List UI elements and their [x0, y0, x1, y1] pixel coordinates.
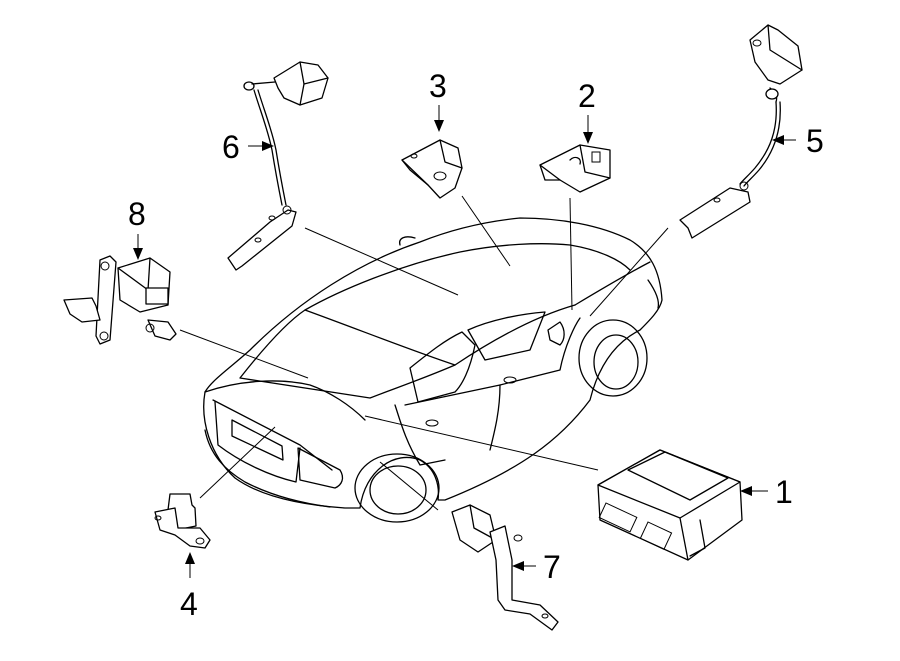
rear-wheel: [354, 453, 440, 523]
callout-7: 7: [543, 549, 561, 585]
level-sensor-part-7: [451, 504, 559, 631]
callout-arrows: [133, 105, 796, 578]
arrow-head-2: [583, 132, 593, 144]
callout-4: 4: [180, 586, 198, 622]
arrow-head-1: [740, 486, 752, 496]
arrow-head-6: [262, 141, 274, 151]
callout-1: 1: [775, 474, 793, 510]
sedan-car-illustration: [203, 217, 663, 523]
callout-3: 3: [429, 68, 447, 104]
sensor-part-4: [154, 493, 211, 549]
arrow-head-4: [185, 552, 195, 564]
level-sensor-part-8: [63, 255, 177, 345]
callout-2: 2: [578, 78, 596, 114]
level-sensor-part-6: [227, 61, 329, 271]
bracket-part-3: [401, 139, 463, 199]
arrow-head-3: [434, 120, 444, 132]
control-module-part: [597, 449, 743, 561]
front-wheel: [578, 319, 648, 397]
level-sensor-part-5: [679, 24, 803, 239]
arrow-head-7: [512, 561, 524, 571]
arrow-head-8: [133, 248, 143, 260]
callout-5: 5: [806, 123, 824, 159]
leader-lines: [179, 195, 669, 511]
bracket-part-2: [539, 144, 611, 193]
callout-8: 8: [128, 196, 146, 232]
arrow-head-5: [772, 135, 784, 145]
callout-6: 6: [222, 129, 240, 165]
callout-labels: 1 2 3 4 5 6 7 8: [128, 68, 824, 622]
